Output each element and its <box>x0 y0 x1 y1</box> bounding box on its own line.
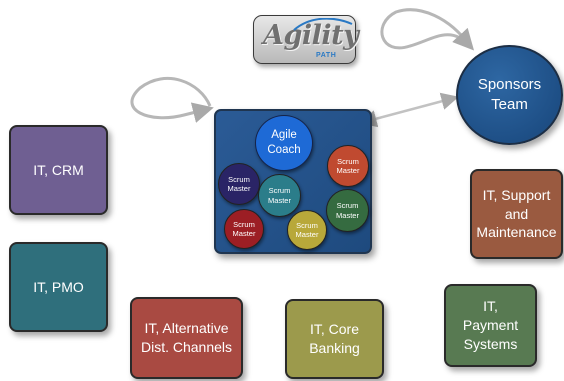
team-sponsors-link-arrow <box>359 92 459 128</box>
it-support-and-maintenance-box: IT, Support and Maintenance <box>470 169 563 259</box>
sponsors-self-loop-arrow <box>380 8 475 51</box>
team-self-loop-arrow <box>130 77 214 123</box>
scrum-master-node: Scrum Master <box>218 163 260 205</box>
agile-team-panel: Agile Coach Scrum Master Scrum Master Sc… <box>214 109 372 254</box>
agile-coach-node: Agile Coach <box>255 115 313 171</box>
it-alternative-dist-channels-box: IT, Alternative Dist. Channels <box>130 297 243 379</box>
it-payment-systems-box: IT, Payment Systems <box>444 284 537 367</box>
logo-wordmark: Agility <box>263 20 359 51</box>
scrum-master-node: Scrum Master <box>224 209 264 249</box>
it-core-banking-box: IT, Core Banking <box>285 299 384 379</box>
logo-swoosh-icon <box>293 18 353 31</box>
sponsors-team-node: Sponsors Team <box>456 45 563 145</box>
logo-subtext: PATH <box>316 52 337 59</box>
scrum-master-node: Scrum Master <box>327 145 369 187</box>
it-crm-box: IT, CRM <box>9 125 108 215</box>
it-pmo-box: IT, PMO <box>9 242 108 332</box>
scrum-master-node: Scrum Master <box>258 174 301 217</box>
scrum-master-node: Scrum Master <box>287 210 327 250</box>
agility-path-logo: Agility PATH <box>253 15 359 64</box>
scrum-master-node: Scrum Master <box>326 189 369 232</box>
